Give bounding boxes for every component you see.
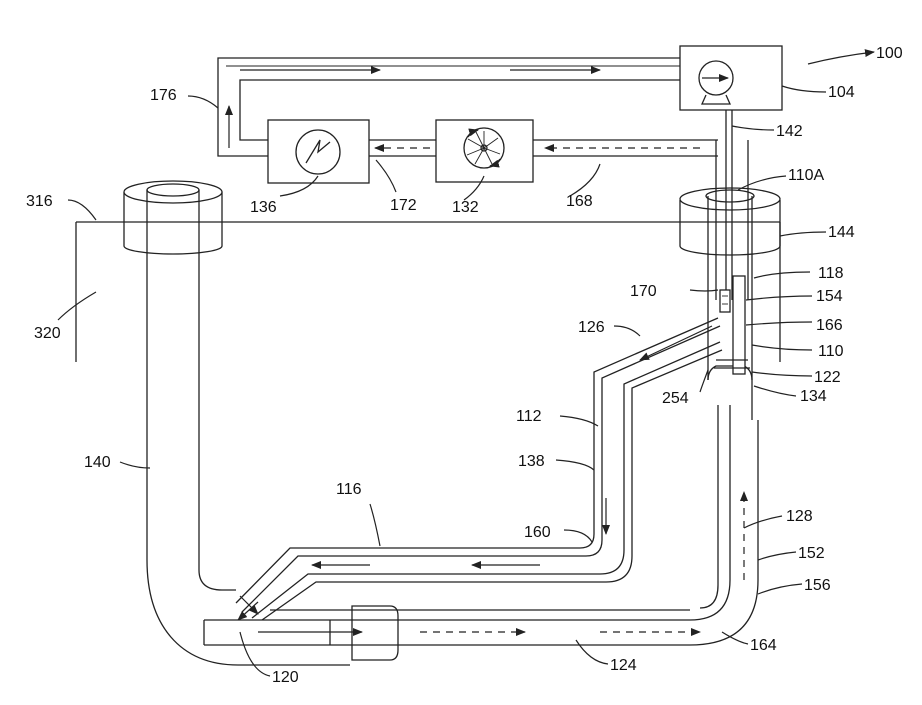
label-152: 152 [798,545,825,562]
label-140: 140 [84,454,111,471]
label-142: 142 [776,123,803,140]
label-132: 132 [452,199,479,216]
label-110a: 110A [788,167,825,184]
label-120: 120 [272,669,299,686]
label-320: 320 [34,325,61,342]
label-136: 136 [250,199,277,216]
heat-exchanger-unit [268,120,369,183]
fan-unit [436,120,533,182]
label-128: 128 [786,508,813,525]
label-316: 316 [26,193,53,210]
label-156: 156 [804,577,831,594]
pump-unit [680,46,782,110]
label-176: 176 [150,87,177,104]
label-144: 144 [828,224,855,241]
label-122: 122 [814,369,841,386]
label-170: 170 [630,283,657,300]
label-110: 110 [818,343,844,360]
label-168: 168 [566,193,593,210]
label-134: 134 [800,388,827,405]
label-112: 112 [516,408,542,425]
label-154: 154 [816,288,843,305]
label-124: 124 [610,657,637,674]
label-116: 116 [336,481,362,498]
left-wellbore [124,181,330,665]
label-254: 254 [662,390,689,407]
lateral-pipe [204,405,758,665]
return-tubing [236,318,722,620]
label-126: 126 [578,319,605,336]
label-164: 164 [750,637,777,654]
label-160: 160 [524,524,551,541]
label-118: 118 [818,265,844,282]
label-172: 172 [390,197,417,214]
label-100: 100 [876,45,903,62]
label-104: 104 [828,84,855,101]
label-166: 166 [816,317,843,334]
label-138: 138 [518,453,545,470]
ground-surface [76,222,780,362]
